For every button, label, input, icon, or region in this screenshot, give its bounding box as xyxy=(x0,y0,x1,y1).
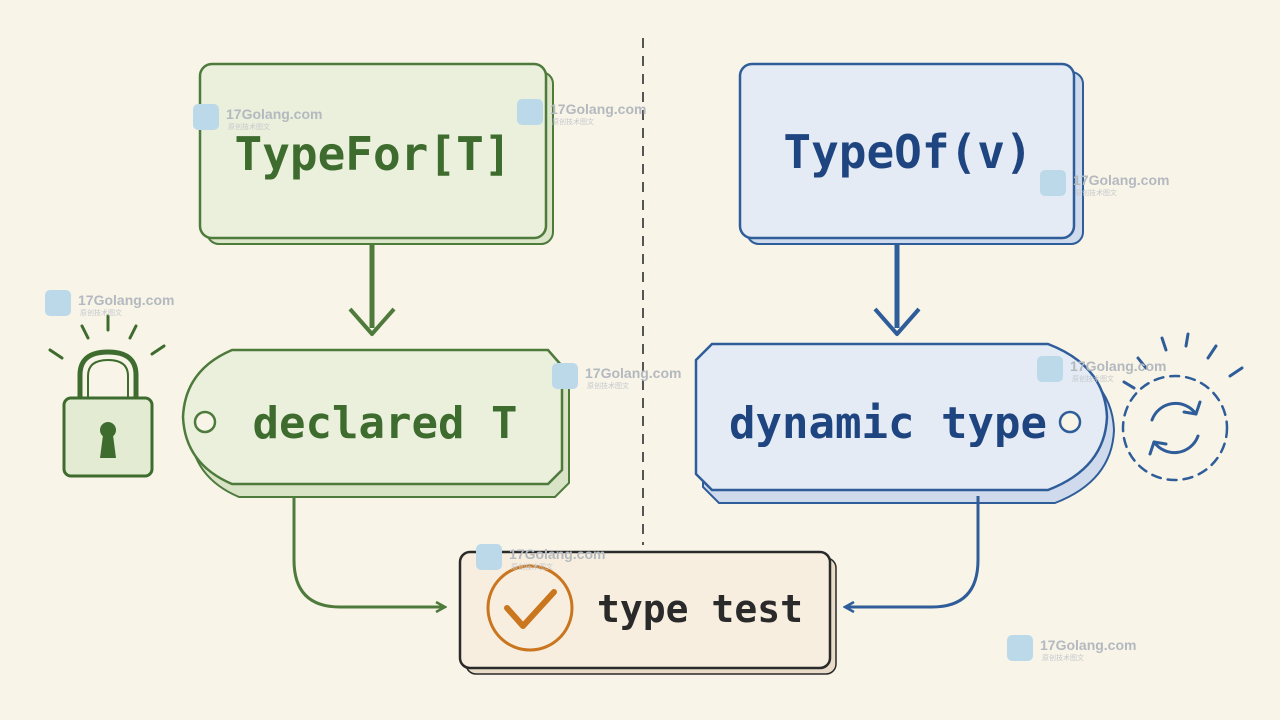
type-test-label: type test xyxy=(597,587,803,631)
svg-text:原创技术图文: 原创技术图文 xyxy=(1042,653,1084,662)
svg-text:原创技术图文: 原创技术图文 xyxy=(1075,188,1117,197)
typeof-label: TypeOf(v) xyxy=(783,125,1032,179)
typefor-box: TypeFor[T] xyxy=(198,62,554,245)
watermark: 17Golang.com 原创技术图文 xyxy=(476,544,605,571)
dynamic-type-label: dynamic type xyxy=(729,398,1047,449)
right-down-arrow xyxy=(873,244,921,336)
watermark: 17Golang.com 原创技术图文 xyxy=(1037,356,1166,383)
watermark: 17Golang.com 原创技术图文 xyxy=(1040,170,1169,197)
svg-text:17Golang.com: 17Golang.com xyxy=(1073,172,1169,188)
left-to-result-arrow xyxy=(292,496,444,607)
declared-t-tag: declared T xyxy=(181,348,570,498)
svg-text:17Golang.com: 17Golang.com xyxy=(585,365,681,381)
svg-text:原创技术图文: 原创技术图文 xyxy=(228,122,270,131)
svg-text:17Golang.com: 17Golang.com xyxy=(1070,358,1166,374)
checkmark-circle-icon xyxy=(486,564,574,652)
svg-text:原创技术图文: 原创技术图文 xyxy=(511,562,553,571)
svg-text:原创技术图文: 原创技术图文 xyxy=(552,117,594,126)
svg-text:17Golang.com: 17Golang.com xyxy=(509,546,605,562)
watermark: 17Golang.com 原创技术图文 xyxy=(517,99,646,126)
type-test-box: type test xyxy=(458,550,837,675)
right-to-result-arrow xyxy=(846,496,980,607)
lock-icon xyxy=(48,314,166,478)
watermark: 17Golang.com 原创技术图文 xyxy=(45,290,174,317)
declared-t-label: declared T xyxy=(253,398,518,449)
tag-hole xyxy=(1058,410,1082,434)
typeof-box: TypeOf(v) xyxy=(738,62,1084,245)
svg-text:17Golang.com: 17Golang.com xyxy=(1040,637,1136,653)
svg-text:17Golang.com: 17Golang.com xyxy=(78,292,174,308)
dynamic-type-tag: dynamic type xyxy=(694,342,1116,504)
tag-hole xyxy=(193,410,217,434)
left-down-arrow xyxy=(348,244,396,336)
svg-text:17Golang.com: 17Golang.com xyxy=(550,101,646,117)
svg-text:原创技术图文: 原创技术图文 xyxy=(80,308,122,317)
svg-text:原创技术图文: 原创技术图文 xyxy=(1072,374,1114,383)
watermark: 17Golang.com 原创技术图文 xyxy=(1007,635,1136,662)
watermark: 17Golang.com 原创技术图文 xyxy=(552,363,681,390)
watermark: 17Golang.com 原创技术图文 xyxy=(193,104,322,131)
svg-text:原创技术图文: 原创技术图文 xyxy=(587,381,629,390)
refresh-cycle-icon xyxy=(1121,332,1244,482)
svg-text:17Golang.com: 17Golang.com xyxy=(226,106,322,122)
typefor-label: TypeFor[T] xyxy=(235,127,512,181)
